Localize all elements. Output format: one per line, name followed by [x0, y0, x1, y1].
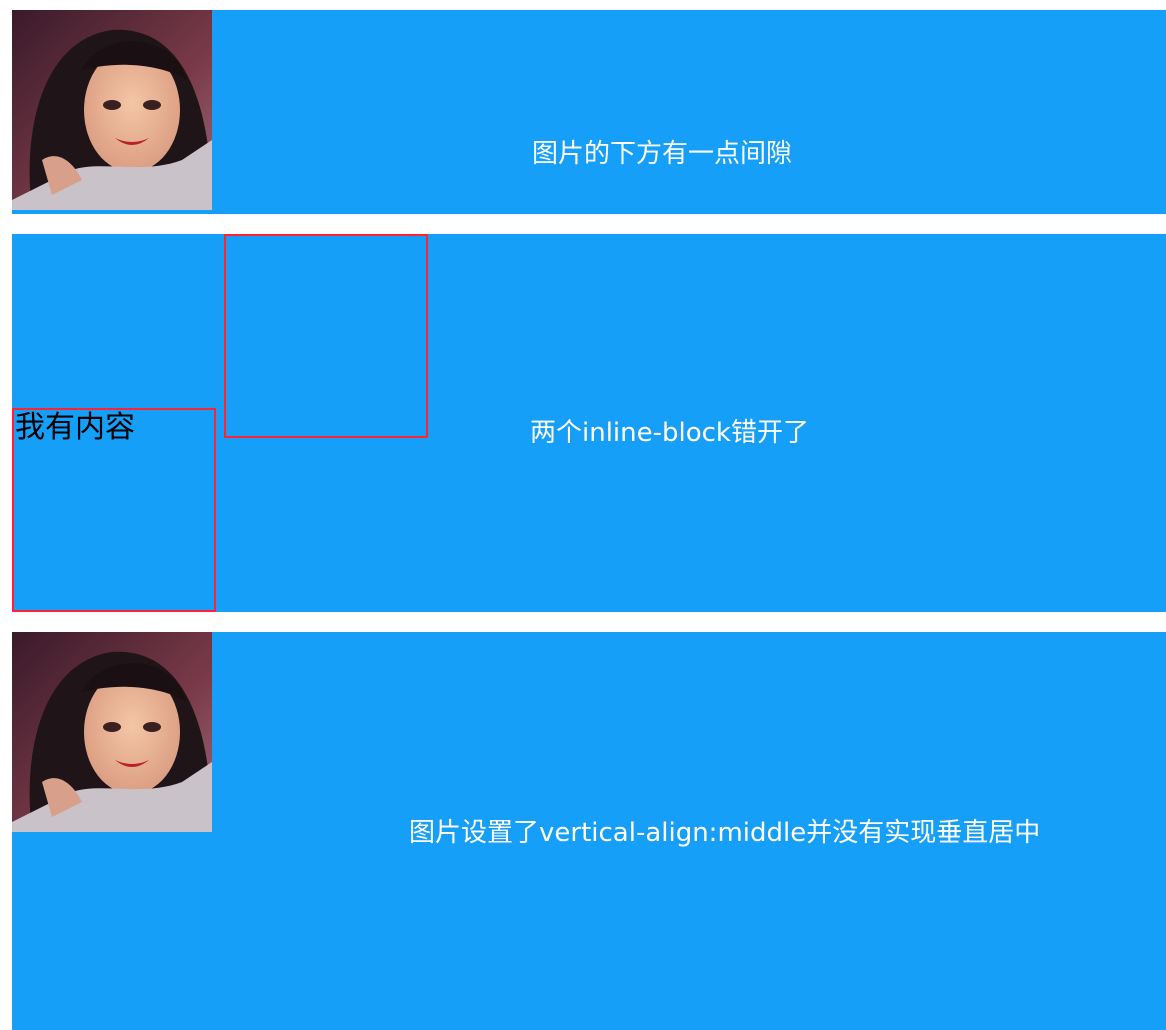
portrait-image	[12, 632, 212, 832]
demo-panel-vertical-align: 图片设置了vertical-align:middle并没有实现垂直居中	[12, 632, 1166, 1030]
portrait-photo	[12, 632, 212, 832]
inline-block-with-content: 我有内容	[12, 408, 216, 612]
demo-panel-image-gap: 图片的下方有一点间隙	[12, 10, 1166, 214]
portrait-image	[12, 10, 212, 210]
panel-caption: 图片的下方有一点间隙	[532, 139, 793, 169]
portrait-photo	[12, 10, 212, 210]
panel-caption: 两个inline-block错开了	[530, 418, 809, 448]
demo-panel-inline-block-offset: 我有内容 两个inline-block错开了	[12, 234, 1166, 612]
box-content-text: 我有内容	[15, 410, 135, 445]
inline-block-empty	[224, 234, 428, 438]
panel-caption: 图片设置了vertical-align:middle并没有实现垂直居中	[409, 818, 1041, 848]
